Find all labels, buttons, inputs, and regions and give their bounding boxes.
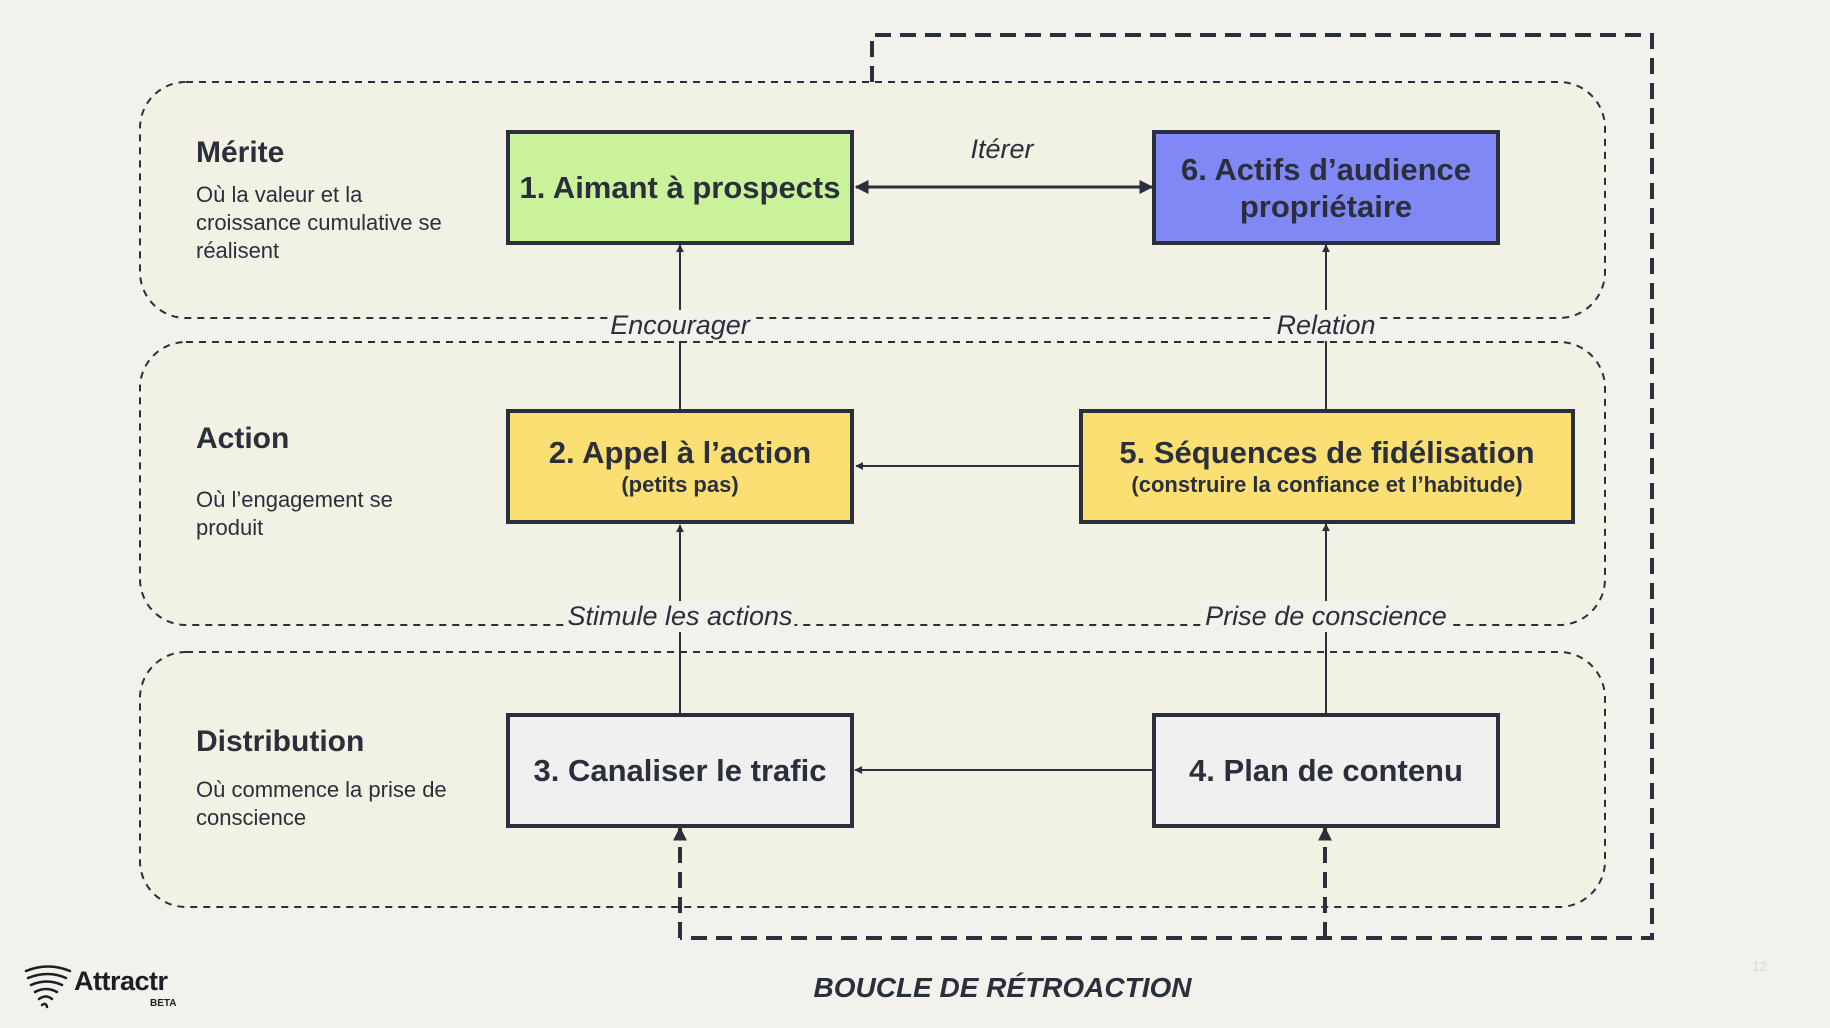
feedback-loop-outer	[680, 33, 1654, 940]
brand-logo[interactable]: Attractr BETA	[26, 962, 206, 1012]
box-actifs-audience-label: 6. Actifs d’audience propriétaire	[1181, 151, 1471, 224]
box-sequences-fidelisation-label: 5. Séquences de fidélisation	[1119, 435, 1535, 470]
lane-title-merite: Mérite	[196, 136, 285, 169]
lane-desc-distribution: Où commence la prise de conscience	[196, 777, 447, 830]
edge-label-relation: Relation	[1274, 310, 1378, 341]
box-sequences-fidelisation-sublabel: (construire la confiance et l’habitude)	[1131, 472, 1523, 497]
box-canaliser-trafic: 3. Canaliser le trafic	[506, 713, 854, 828]
box-actifs-audience: 6. Actifs d’audience propriétaire	[1152, 130, 1500, 245]
page-number: 12	[1752, 958, 1768, 974]
edge-label-stimule: Stimule les actions	[565, 601, 795, 632]
box-canaliser-trafic-label: 3. Canaliser le trafic	[533, 753, 827, 788]
box-appel-action-sublabel: (petits pas)	[621, 472, 739, 497]
box-aimant-prospects-label: 1. Aimant à prospects	[519, 170, 841, 205]
box-plan-contenu-label: 4. Plan de contenu	[1189, 753, 1463, 788]
box-aimant-prospects: 1. Aimant à prospects	[506, 130, 854, 245]
box-sequences-fidelisation: 5. Séquences de fidélisation (construire…	[1079, 409, 1575, 524]
edge-label-prise-conscience: Prise de conscience	[1203, 601, 1449, 632]
lane-title-action: Action	[196, 422, 290, 455]
lane-desc-action: Où l’engagement se produit	[196, 487, 393, 540]
lane-desc-merite: Où la valeur et la croissance cumulative…	[196, 182, 442, 263]
tornado-logo-icon	[24, 965, 72, 1009]
box-appel-action: 2. Appel à l’action (petits pas)	[506, 409, 854, 524]
edge-label-encourager: Encourager	[608, 310, 752, 341]
brand-logo-name: Attractr	[74, 966, 168, 996]
box-appel-action-label: 2. Appel à l’action	[548, 435, 812, 470]
feedback-loop-title: BOUCLE DE RÉTROACTION	[813, 972, 1192, 1003]
lane-title-distribution: Distribution	[196, 725, 365, 758]
box-plan-contenu: 4. Plan de contenu	[1152, 713, 1500, 828]
edge-label-iterer: Itérer	[970, 134, 1034, 164]
brand-logo-badge: BETA	[150, 998, 177, 1009]
